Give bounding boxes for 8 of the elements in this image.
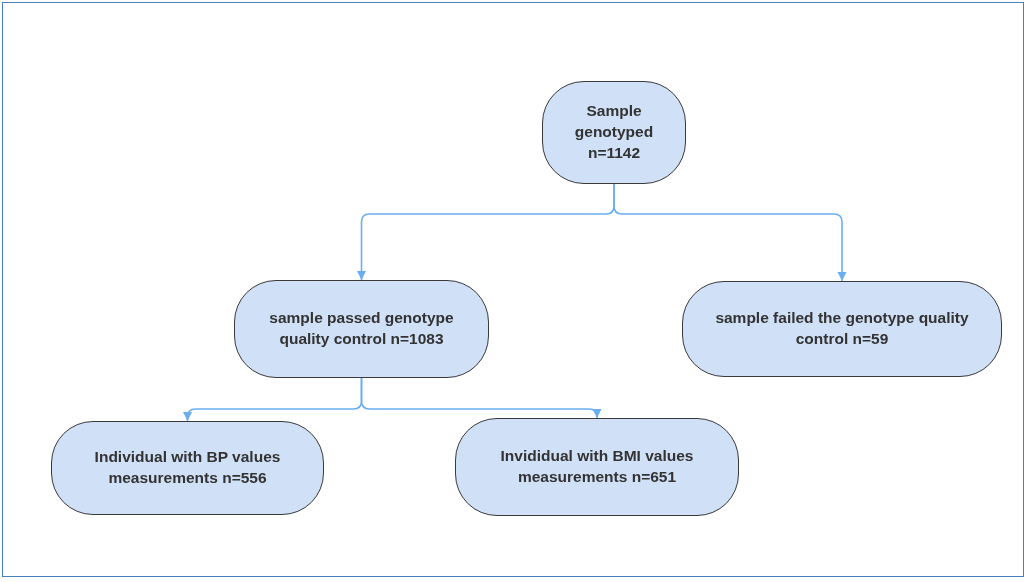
node-label: sample passed genotype quality control n=1083 — [268, 308, 455, 349]
node-label: sample failed the genotype quality control n=59 — [714, 308, 970, 349]
node-label: Sample genotyped n=1142 — [573, 101, 655, 163]
node-label: Invididual with BMI values measurements n=651 — [499, 446, 695, 487]
arrow — [360, 377, 602, 419]
node-label: Individual with BP values measurements n=556 — [93, 447, 282, 488]
process-box — [542, 81, 686, 184]
arrow — [613, 183, 847, 282]
